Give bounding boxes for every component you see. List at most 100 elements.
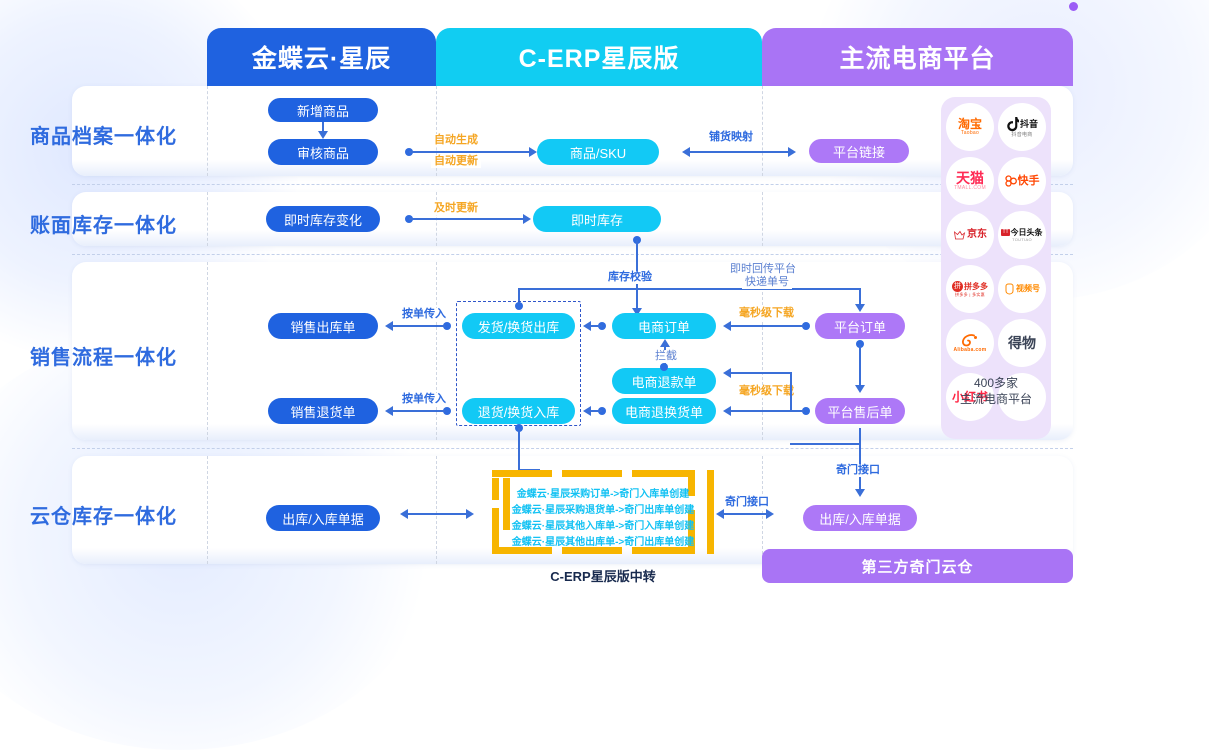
connector-dot-ecreturn-left: [598, 407, 606, 415]
logo-douyin-icon[interactable]: 抖音 抖音电商: [998, 103, 1046, 151]
label-realtime-return-line2: 快递单号: [742, 276, 792, 289]
relay-caption: C-ERP星辰版中转: [550, 569, 656, 584]
node-ec-refund-order[interactable]: 电商退款单: [612, 368, 716, 394]
node-ec-return-exchange-order-label: 电商退换货单: [624, 404, 703, 420]
node-add-product[interactable]: 新增商品: [268, 98, 378, 122]
row-title-cloudwh: 云仓库存一体化: [30, 506, 177, 528]
row-title-goods: 商品档案一体化: [30, 126, 177, 148]
connector-stockcheck-branch: [518, 288, 638, 290]
node-inout-doc-left[interactable]: 出库/入库单据: [266, 505, 380, 531]
label-ms-download-1: 毫秒级下载: [736, 307, 797, 320]
logo-kuaishou-text: 快手: [1017, 174, 1040, 187]
connector-dot-platform-order: [802, 322, 810, 330]
node-audit-product[interactable]: 审核商品: [268, 139, 378, 165]
connector-pass-order-1: [392, 325, 445, 327]
arrow-up-refund-to-order: [660, 339, 670, 347]
logo-taobao-text: 淘宝: [957, 117, 982, 131]
node-inout-doc-right[interactable]: 出库/入库单据: [803, 505, 917, 531]
platform-count-line2: 主流电商平台: [959, 392, 1032, 406]
node-ec-order[interactable]: 电商订单: [612, 313, 716, 339]
node-ship-exchange-out-label: 发货/换货出库: [477, 319, 560, 335]
logo-kuaishou-icon[interactable]: 快手: [998, 157, 1046, 205]
logo-toutiao-sub: TOUTIAO: [1012, 236, 1032, 242]
kuaishou-mark-icon: [1004, 175, 1017, 187]
node-platform-aftersale-order[interactable]: 平台售后单: [815, 398, 905, 424]
arrow-right-qimen-1: [766, 509, 774, 519]
alibaba-mark-icon: [962, 333, 977, 346]
row-separator-3: [72, 448, 1073, 449]
label-goods-mapping: 铺货映射: [706, 131, 756, 144]
column-divider-2-row3: [436, 262, 437, 440]
toutiao-badge-icon: TT: [1001, 229, 1010, 236]
connector-dashbox-to-relay-h: [518, 469, 540, 471]
node-return-exchange-in[interactable]: 退货/换货入库: [462, 398, 575, 424]
node-ship-exchange-out[interactable]: 发货/换货出库: [462, 313, 575, 339]
connector-aftersale-elbow-h: [730, 372, 792, 374]
diagram-stage: 金蝶云·星辰 C-ERP星辰版 主流电商平台 商品档案一体化 账面库存一体化 销…: [30, 28, 1073, 584]
connector-dot-ecorder-left: [598, 322, 606, 330]
label-realtime-return-line1: 即时回传平台: [727, 263, 799, 276]
column-divider-2-row1: [436, 86, 437, 176]
column-divider-3-row2: [762, 192, 763, 246]
node-sales-out-order-label: 销售出库单: [290, 319, 356, 335]
node-realtime-stock-change-label: 即时库存变化: [283, 212, 362, 228]
column-divider-1-row4: [207, 456, 208, 564]
node-platform-aftersale-order-label: 平台售后单: [827, 404, 893, 420]
column-header-platform[interactable]: 主流电商平台: [762, 28, 1073, 86]
pinduoduo-mark-icon: 拼: [952, 281, 963, 292]
logo-taobao-icon[interactable]: 淘宝 Taobao: [946, 103, 994, 151]
logo-dewu-icon[interactable]: 得物: [998, 319, 1046, 367]
connector-dot-pass-2: [443, 407, 451, 415]
logo-shipinhao-icon[interactable]: 视频号: [998, 265, 1046, 313]
logo-more-icon[interactable]: …: [998, 373, 1046, 421]
node-sales-out-order[interactable]: 销售出库单: [268, 313, 378, 339]
column-header-kingdee[interactable]: 金蝶云·星辰: [207, 28, 436, 86]
logo-xiaohongshu-text: 小红书: [951, 390, 988, 404]
column-divider-1-row2: [207, 192, 208, 246]
jingdong-dog-icon: [953, 230, 966, 239]
arrow-down-return-tracking: [855, 304, 865, 312]
connector-add-to-audit: [322, 122, 324, 132]
arrow-right-audit-to-sku: [529, 147, 537, 157]
platform-logo-grid: 淘宝 Taobao 抖音 抖音电商 天猫 TMALL.COM: [946, 103, 1046, 421]
label-stock-check: 库存校验: [605, 271, 655, 284]
node-audit-product-label: 审核商品: [296, 145, 349, 161]
node-sales-return-order[interactable]: 销售退货单: [268, 398, 378, 424]
node-ec-refund-order-label: 电商退款单: [631, 374, 697, 390]
logo-xiaohongshu-icon[interactable]: 小红书: [946, 373, 994, 421]
logo-tmall-icon[interactable]: 天猫 TMALL.COM: [946, 157, 994, 205]
logo-pinduoduo-icon[interactable]: 拼 拼多多 拼多多 | 多实惠: [946, 265, 994, 313]
logo-shipinhao-text: 视频号: [1016, 284, 1040, 293]
label-timely-update: 及时更新: [431, 202, 481, 215]
connector-inout-to-relay: [408, 513, 468, 515]
arrow-left-ecreturn-to-returnin: [583, 406, 591, 416]
node-platform-link-label: 平台链接: [832, 144, 885, 160]
connector-qimen-down-top: [859, 428, 861, 444]
connector-platformorder-to-aftersale: [859, 344, 861, 386]
node-realtime-stock[interactable]: 即时库存: [533, 206, 661, 232]
node-platform-order[interactable]: 平台订单: [815, 313, 905, 339]
node-product-sku[interactable]: 商品/SKU: [537, 139, 659, 165]
arrow-left-sku-mapping: [682, 147, 690, 157]
logo-toutiao-icon[interactable]: TT 今日头条 TOUTIAO: [998, 211, 1046, 259]
connector-dashbox-to-relay-v: [518, 428, 520, 470]
logo-douyin-text: 抖音: [1019, 118, 1038, 129]
connector-dot-refund-up: [660, 363, 668, 371]
column-divider-1-row1: [207, 86, 208, 176]
connector-dot-platform-aftersale: [802, 407, 810, 415]
node-platform-link[interactable]: 平台链接: [809, 139, 909, 163]
logo-alibaba-icon[interactable]: Alibaba.com: [946, 319, 994, 367]
logo-pinduoduo-sub: 拼多多 | 多实惠: [955, 292, 985, 297]
row-title-stock: 账面库存一体化: [30, 215, 177, 237]
logo-more-text: …: [1015, 389, 1029, 405]
connector-pass-order-2: [392, 410, 445, 412]
column-header-cerp[interactable]: C-ERP星辰版: [436, 28, 762, 86]
douyin-note-icon: [1007, 116, 1019, 131]
logo-toutiao-text: 今日头条: [1010, 227, 1043, 237]
decorative-dot: [1069, 2, 1078, 11]
logo-jingdong-icon[interactable]: 京东: [946, 211, 994, 259]
node-ec-return-exchange-order[interactable]: 电商退换货单: [612, 398, 716, 424]
node-ec-order-label: 电商订单: [637, 319, 690, 335]
node-realtime-stock-change[interactable]: 即时库存变化: [266, 206, 380, 232]
node-sales-return-order-label: 销售退货单: [290, 404, 356, 420]
